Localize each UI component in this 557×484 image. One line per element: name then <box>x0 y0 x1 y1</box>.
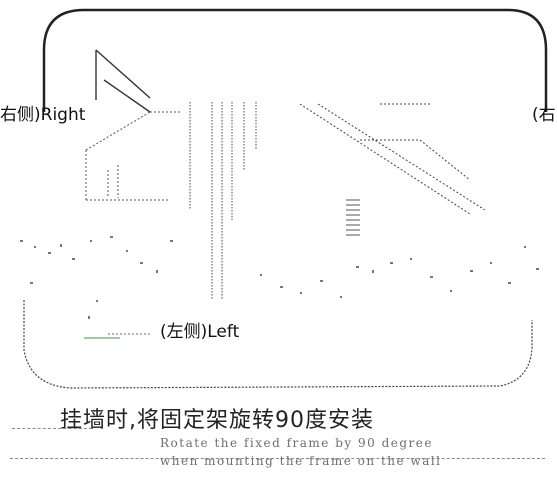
bracket-top-arc <box>42 8 548 112</box>
caption-rule-left <box>12 428 92 429</box>
base-tray-outline <box>23 300 533 389</box>
left-brace <box>95 49 151 113</box>
frame-uprights <box>189 102 257 300</box>
texture-band <box>20 236 539 319</box>
right-frame <box>299 103 486 215</box>
left-side-label: (左侧)Left <box>160 322 240 342</box>
english-instruction-line1: Rotate the fixed frame by 90 degree <box>160 436 433 450</box>
right-side-label-fragment: (右 <box>532 105 556 125</box>
caption-rule-bottom <box>10 458 545 459</box>
english-instruction-line2: when mounting the frame on the wall <box>160 454 442 468</box>
chinese-instruction: 挂墙时,将固定架旋转90度安装 <box>60 408 374 433</box>
right-side-label: 右侧)Right <box>0 105 86 125</box>
angled-panel <box>85 111 180 201</box>
hatch-block <box>346 199 360 236</box>
